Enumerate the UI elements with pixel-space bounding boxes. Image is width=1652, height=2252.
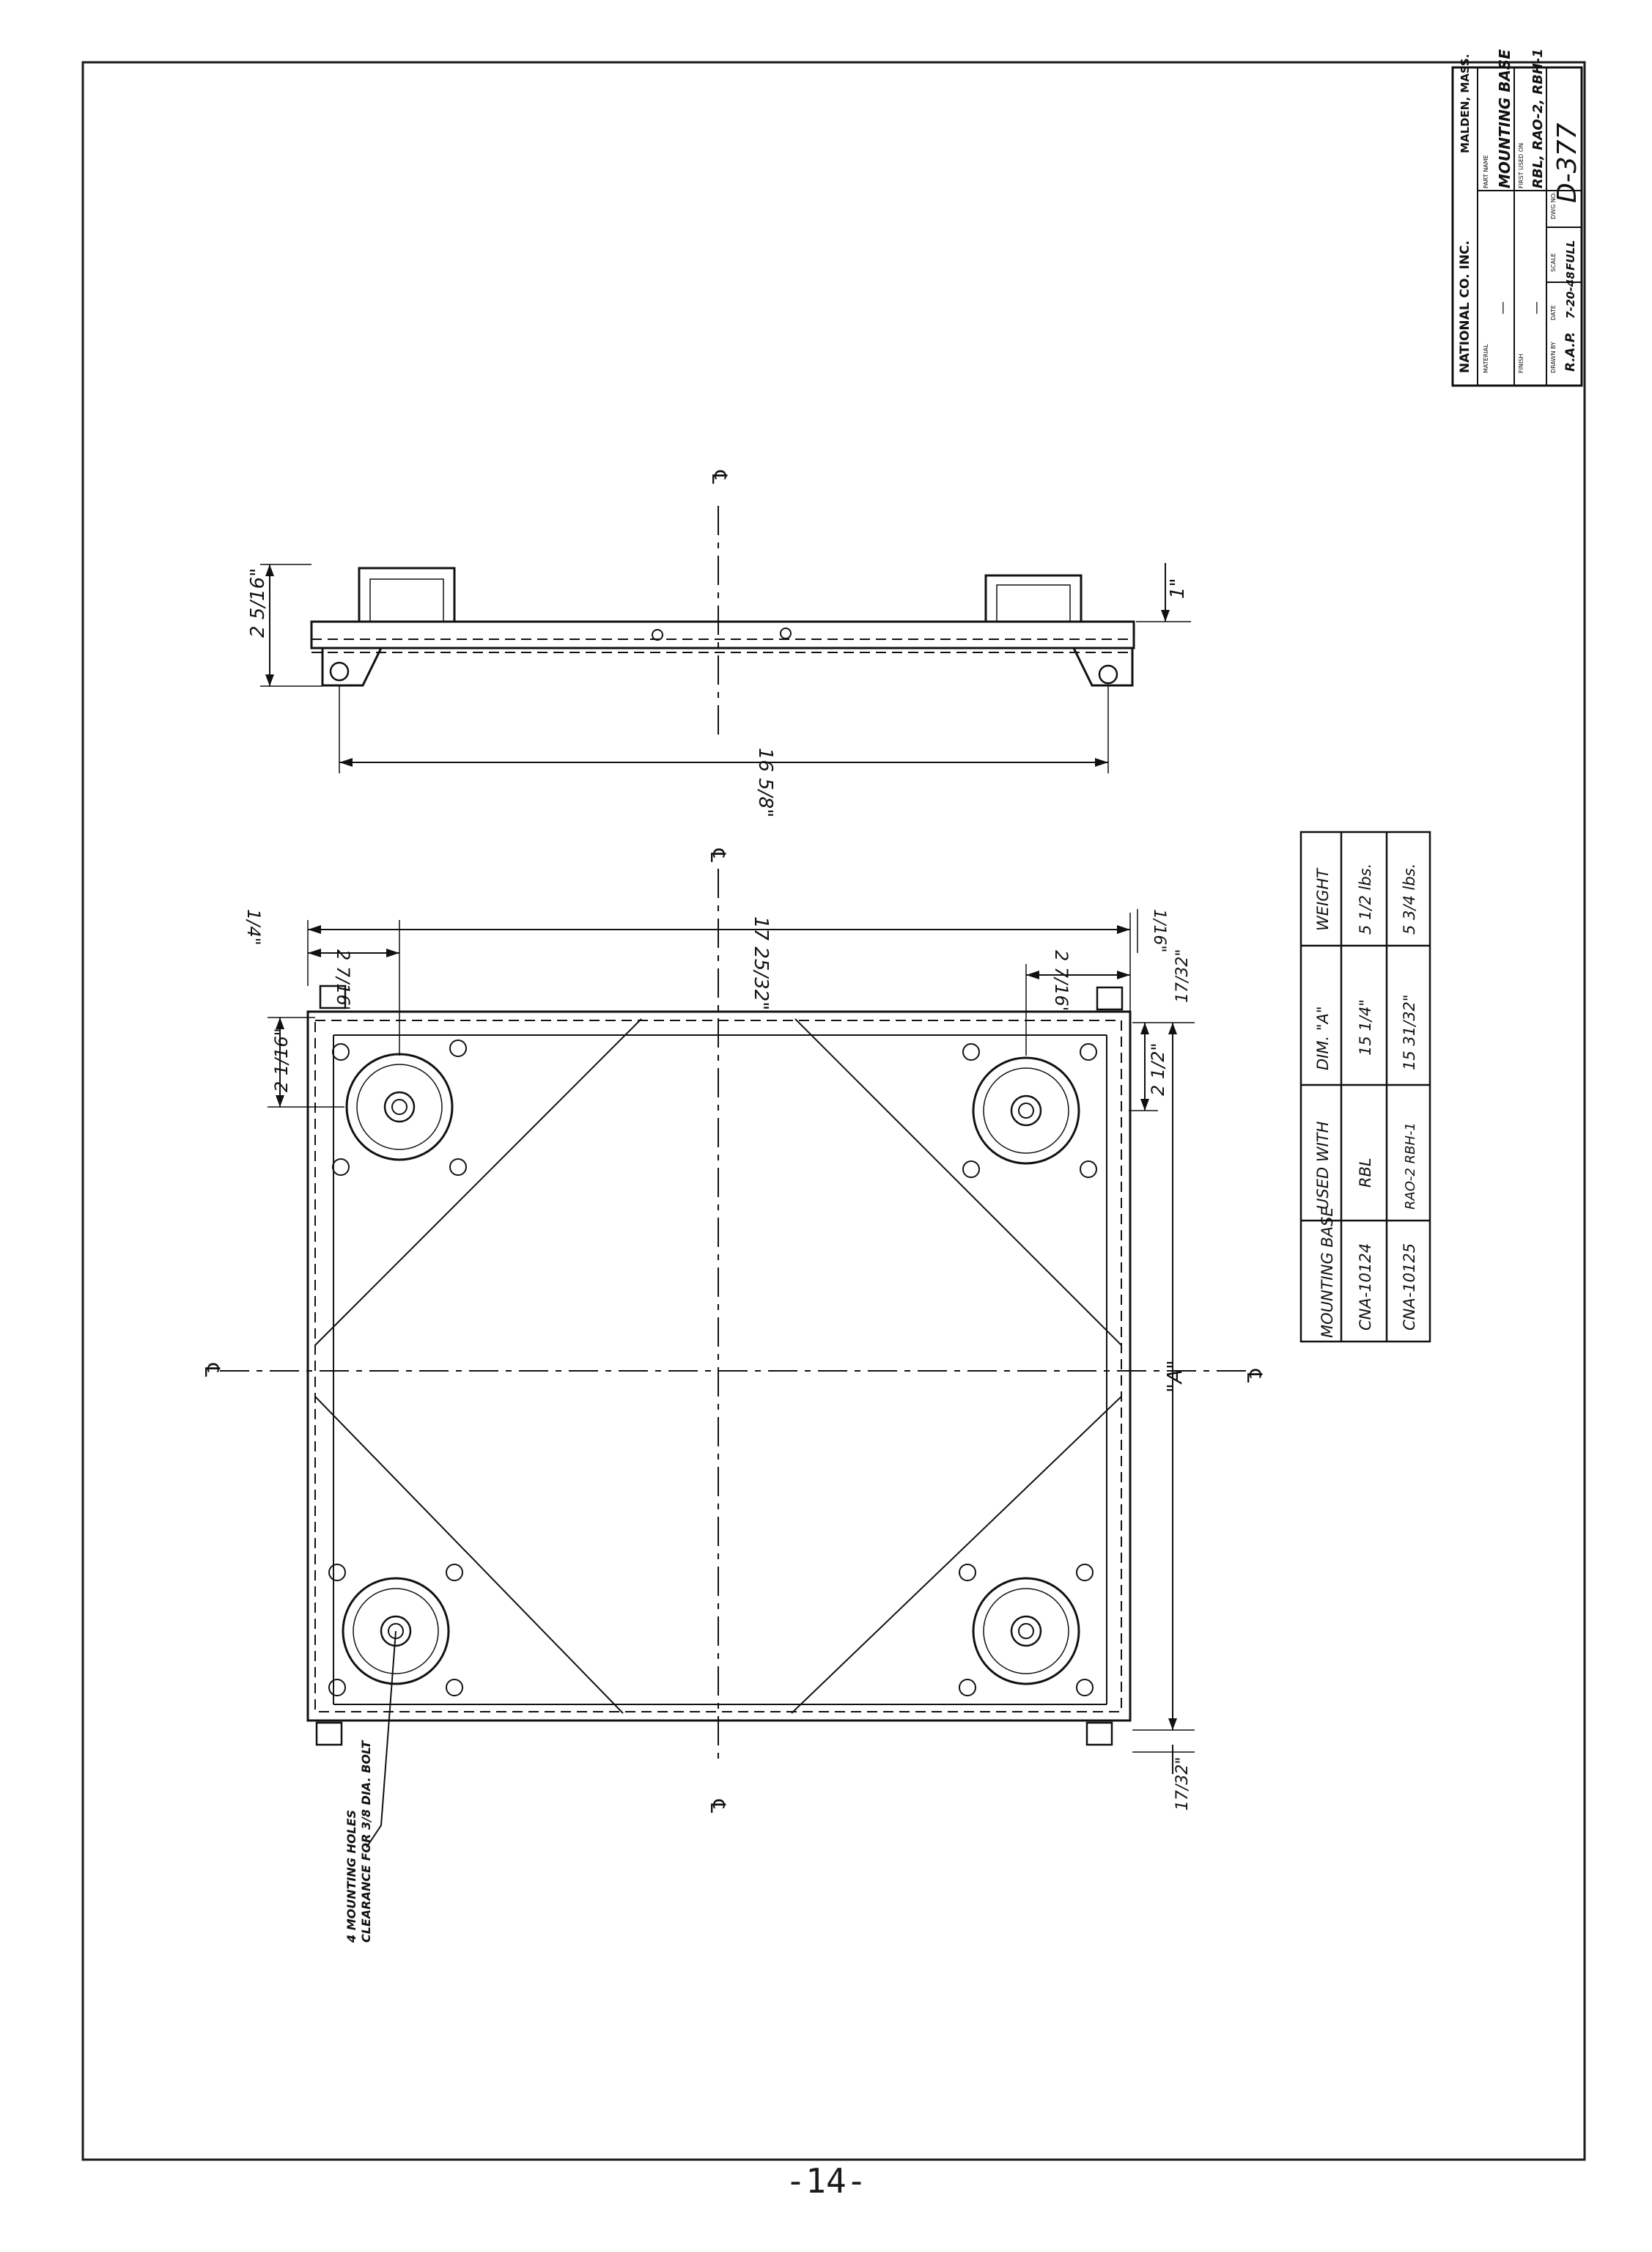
- title-used-on: RBL, RAO-2, RBH-1: [1530, 48, 1546, 188]
- table-row2-used: RAO-2 RBH-1: [1403, 1122, 1418, 1210]
- table-row1-dim: 15 1/4": [1357, 999, 1374, 1056]
- title-city: MALDEN, MASS.: [1459, 54, 1472, 153]
- dim-bottom-gap: 17/32": [1173, 1756, 1192, 1811]
- dim-side-length: 16 5/8": [754, 748, 776, 817]
- plan-centerline-mark-right: ℄: [1242, 1369, 1266, 1383]
- title-drawn-by: R.A.P.: [1563, 332, 1578, 372]
- table-row1-weight: 5 1/2 lbs.: [1357, 864, 1374, 935]
- dim-right-small: 1/16": [1150, 909, 1168, 953]
- dim-a: "A": [1162, 1360, 1187, 1393]
- dim-hole-top-left: 2 1/16": [271, 1028, 292, 1092]
- title-drawn-caption: DRAWN BY: [1550, 342, 1557, 373]
- table-header-used-with: USED WITH: [1314, 1121, 1332, 1210]
- title-dwg-no: D-377: [1552, 122, 1582, 203]
- dim-offset-top-left: 2 7/16": [333, 949, 353, 1014]
- title-material-caption: MATERIAL: [1483, 344, 1489, 373]
- title-finish-value: —: [1529, 301, 1544, 314]
- title-dwg-caption: DWG NO.: [1550, 192, 1557, 219]
- weight-table: MOUNTING BASE USED WITH DIM. "A" WEIGHT …: [1299, 831, 1431, 1343]
- title-finish-caption: FINISH: [1518, 354, 1524, 373]
- plan-view: [220, 869, 1246, 1848]
- dim-offset-top-right: 2 7/16": [1051, 950, 1072, 1015]
- dim-left-margin: 1/4": [243, 909, 264, 946]
- title-used-on-caption: FIRST USED ON: [1518, 143, 1524, 188]
- title-part-name-caption: PART NAME: [1483, 155, 1489, 188]
- mounting-note-line-2: CLEARANCE FOR 3/8 DIA. BOLT: [359, 1740, 373, 1943]
- title-block: NATIONAL CO. INC. MALDEN, MASS. MATERIAL…: [1451, 48, 1583, 387]
- table-header-mounting-base: MOUNTING BASE: [1319, 1206, 1336, 1338]
- title-date: 7-20-48: [1564, 271, 1577, 319]
- table-header-weight: WEIGHT: [1314, 867, 1332, 931]
- side-centerline-mark-top: ℄: [707, 470, 731, 484]
- dim-right-gap: 17/32": [1173, 949, 1192, 1003]
- plan-centerline-mark-top: ℄: [706, 848, 730, 862]
- plan-centerline-mark-bottom: ℄: [706, 1799, 730, 1813]
- dim-side-height: 2 5/16": [247, 568, 269, 638]
- table-row1-used: RBL: [1357, 1158, 1374, 1188]
- shock-mount-bottom-right: [972, 1577, 1080, 1685]
- title-scale-caption: SCALE: [1550, 253, 1557, 272]
- table-header-dim-a: DIM. "A": [1314, 1006, 1332, 1070]
- side-view: ℄: [260, 470, 1191, 773]
- shock-mount-top-left: [345, 1053, 454, 1161]
- dim-overall-width: 17 25/32": [750, 916, 772, 1010]
- dim-side-foot: 1": [1167, 578, 1189, 599]
- title-scale: FULL: [1564, 240, 1577, 271]
- table-row1-base: CNA-10124: [1357, 1243, 1374, 1331]
- table-row2-base: CNA-10125: [1401, 1243, 1418, 1331]
- dim-hole-right: 2 1/2": [1148, 1042, 1168, 1096]
- title-company: NATIONAL CO. INC.: [1458, 240, 1472, 373]
- title-date-caption: DATE: [1550, 305, 1557, 320]
- table-row2-weight: 5 3/4 lbs.: [1401, 864, 1418, 935]
- page-number: -14-: [785, 2161, 867, 2201]
- table-row2-dim: 15 31/32": [1401, 994, 1418, 1070]
- mounting-note-line-1: 4 MOUNTING HOLES: [344, 1810, 358, 1943]
- title-material-value: —: [1495, 301, 1511, 314]
- drawing-border: [81, 61, 1586, 2161]
- title-part-name: MOUNTING BASE: [1496, 49, 1513, 188]
- shock-mount-top-right: [972, 1056, 1080, 1165]
- plan-centerline-mark-left: ℄: [200, 1363, 224, 1377]
